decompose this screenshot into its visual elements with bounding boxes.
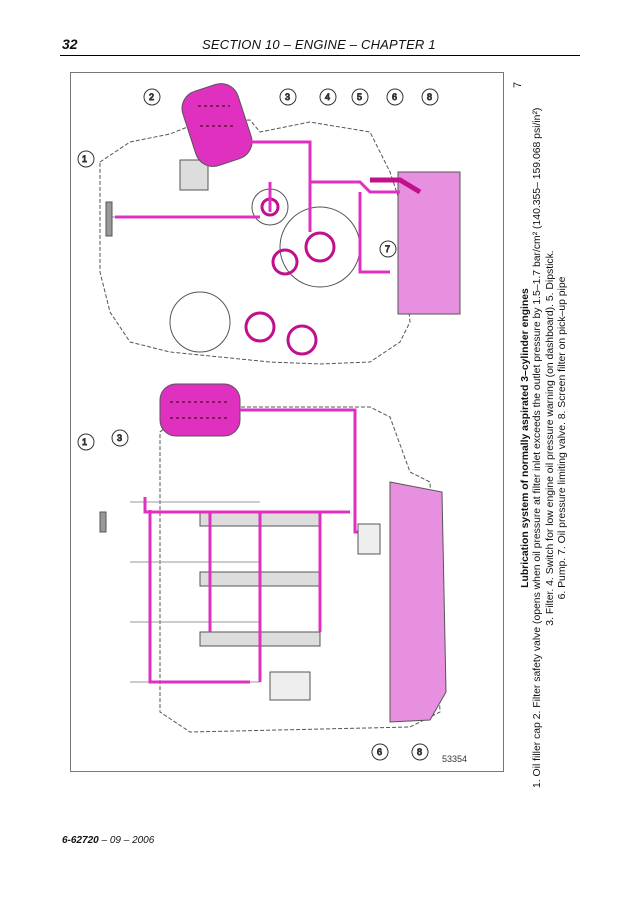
page-number: 32 [62,36,78,52]
oil-filter-top [181,83,253,167]
oil-pump-bottom [357,523,381,555]
oil-lines-top [115,140,400,274]
doc-number: 6-62720 [62,835,99,846]
svg-text:8: 8 [427,92,432,102]
svg-text:7: 7 [385,244,390,254]
svg-text:5: 5 [357,92,362,102]
svg-text:4: 4 [325,92,330,102]
relief-valve-line [370,177,422,195]
svg-text:3: 3 [117,433,122,443]
oil-filter-bottom [159,383,241,437]
drawing-code: 53354 [442,754,467,764]
caption-line-3: 6. Pump. 7. Oil pressure limiting valve.… [557,276,569,600]
figure-caption: Lubrication system of normally aspirated… [520,88,570,788]
section-title: SECTION 10 – ENGINE – CHAPTER 1 [202,37,436,52]
svg-text:2: 2 [149,92,154,102]
callouts-bottom: 1 3 6 8 [77,429,429,761]
doc-date: – 09 – 2006 [98,835,155,846]
caption-line-2: 3. Filter. 4. Switch for low engine oil … [544,250,556,626]
page-header: 32 SECTION 10 – ENGINE – CHAPTER 1 [62,36,578,56]
svg-text:1: 1 [82,437,87,447]
svg-text:3: 3 [285,92,290,102]
lubrication-diagram: 1 2 3 4 5 6 8 7 1 3 6 8 53354 [77,83,467,764]
svg-text:6: 6 [392,92,397,102]
caption-line-1: 1. Oil filler cap 2. Filter safety valve… [532,107,544,788]
svg-text:1: 1 [82,154,87,164]
front-view [99,119,461,365]
page-footer: 6-62720 – 09 – 2006 [62,835,154,846]
callouts-top: 1 2 3 4 5 6 8 7 [77,88,439,258]
svg-text:6: 6 [377,747,382,757]
svg-text:8: 8 [417,747,422,757]
header-rule [60,55,580,56]
figure-frame [70,72,504,772]
oil-lines-bottom [143,408,370,684]
figure-title: Lubrication system of normally aspirated… [520,288,531,588]
